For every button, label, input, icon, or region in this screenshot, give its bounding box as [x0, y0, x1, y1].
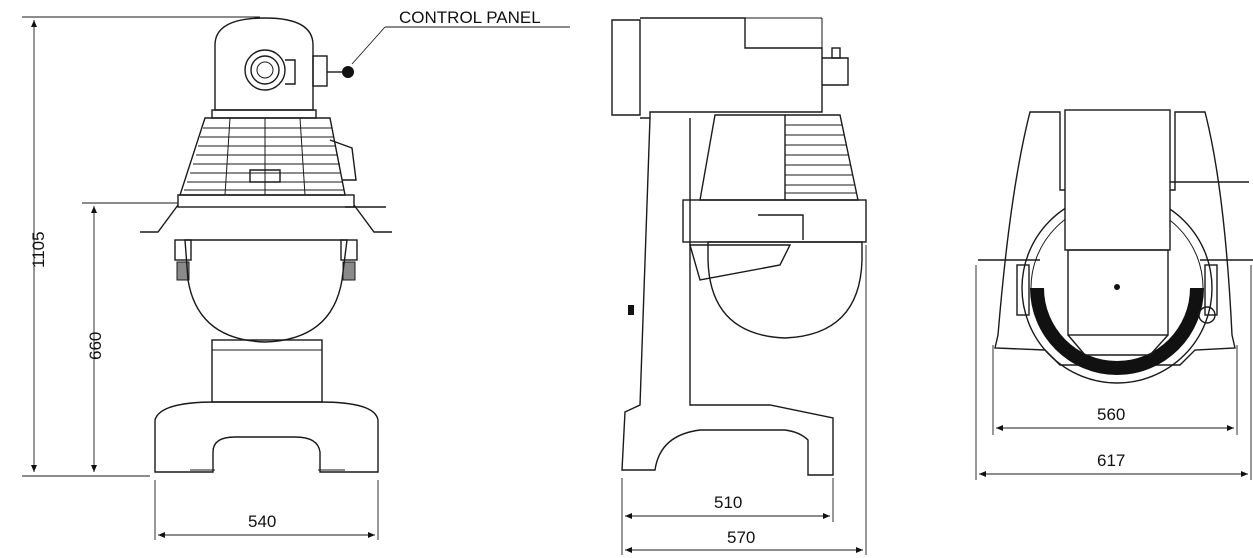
gear-dial-icon	[244, 49, 296, 91]
side-motor-cap	[611, 19, 641, 116]
top-bowl-dark	[1030, 288, 1204, 375]
front-dimensions: 1105 660 540	[22, 16, 379, 540]
control-knob-icon	[342, 66, 354, 78]
front-bowl-rim	[177, 194, 355, 208]
side-width-total-label: 570	[727, 528, 755, 547]
control-panel-box	[312, 55, 328, 87]
top-view	[978, 109, 1253, 384]
front-bowl	[184, 239, 348, 343]
height-bowl-label: 660	[86, 332, 105, 360]
top-head	[1064, 109, 1171, 251]
bowl-clamp-right	[340, 239, 358, 281]
top-outline	[994, 111, 1236, 366]
front-column	[211, 339, 323, 403]
control-panel-callout: CONTROL PANEL	[351, 8, 570, 65]
front-base	[154, 401, 379, 473]
top-width-total-label: 617	[1097, 451, 1125, 470]
side-bowl	[707, 241, 863, 339]
bowl-clamp-left	[174, 239, 192, 281]
side-safety-guard	[699, 114, 859, 201]
side-bowl-support	[682, 199, 867, 243]
side-width-base-label: 510	[714, 493, 742, 512]
front-safety-guard	[179, 117, 357, 196]
top-dimensions: 560 617	[975, 265, 1252, 480]
side-column	[621, 117, 834, 476]
top-width-inner-label: 560	[1097, 405, 1125, 424]
front-head	[214, 17, 314, 111]
side-dimensions: 510 570	[621, 245, 867, 555]
top-spindle-dot	[1114, 284, 1120, 290]
control-panel-label: CONTROL PANEL	[399, 8, 541, 27]
height-total-label: 1105	[29, 231, 48, 268]
side-view	[611, 17, 867, 476]
front-width-label: 540	[248, 512, 276, 531]
front-view	[140, 17, 392, 473]
